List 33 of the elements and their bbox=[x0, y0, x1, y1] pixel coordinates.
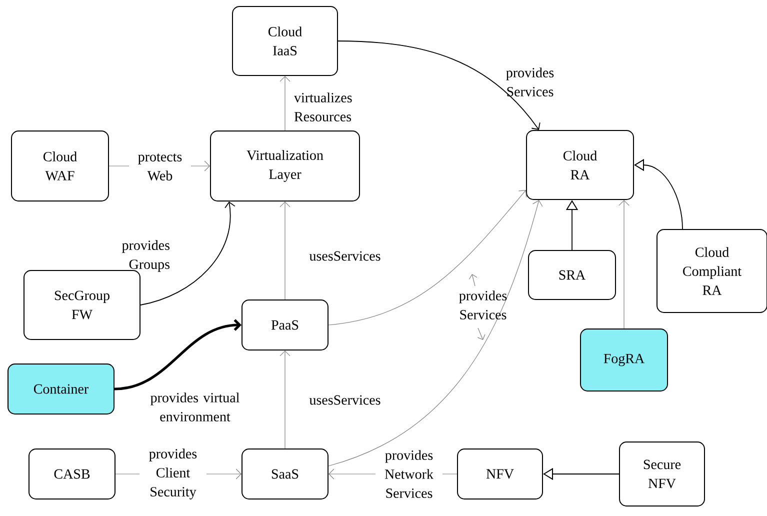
arrow bbox=[280, 202, 290, 300]
arrow bbox=[140, 202, 236, 306]
arrow bbox=[114, 319, 242, 390]
process-box: Container bbox=[8, 364, 114, 414]
process-box: Secure NFV bbox=[619, 442, 706, 506]
process-box: Virtualization Layer bbox=[210, 130, 360, 202]
edge-label: provides virtual environment bbox=[150, 392, 240, 422]
edge-label: usesServices bbox=[309, 251, 380, 261]
edge-label: provides Services bbox=[506, 68, 554, 96]
arrow bbox=[328, 200, 543, 466]
edge-label: provides Services bbox=[459, 290, 507, 320]
process-box: SaaS bbox=[242, 448, 328, 500]
arrow bbox=[280, 76, 290, 131]
process-box: Cloud IaaS bbox=[232, 6, 338, 76]
process-box: Cloud Compliant RA bbox=[656, 229, 767, 313]
edge-label: provides Groups bbox=[122, 240, 170, 272]
arrow bbox=[618, 200, 630, 329]
process-box: SecGroup FW bbox=[24, 270, 140, 340]
process-box: Cloud WAF bbox=[11, 130, 109, 202]
process-box: SRA bbox=[528, 250, 616, 300]
edge-label: provides Network Services bbox=[376, 449, 442, 499]
process-box: FogRA bbox=[580, 328, 668, 392]
arrow bbox=[338, 40, 540, 130]
edge-label: protects Web bbox=[129, 152, 191, 182]
edge-label: provides Client Security bbox=[140, 448, 206, 500]
process-box: CASB bbox=[28, 448, 116, 500]
process-box: Cloud RA bbox=[526, 130, 634, 200]
process-box: PaaS bbox=[242, 300, 328, 350]
edge-label: virtualizes Resources bbox=[294, 92, 352, 122]
process-box: NFV bbox=[457, 448, 543, 500]
edge-label: usesServices bbox=[309, 395, 380, 405]
arrow bbox=[280, 350, 290, 449]
arrow bbox=[328, 190, 527, 326]
